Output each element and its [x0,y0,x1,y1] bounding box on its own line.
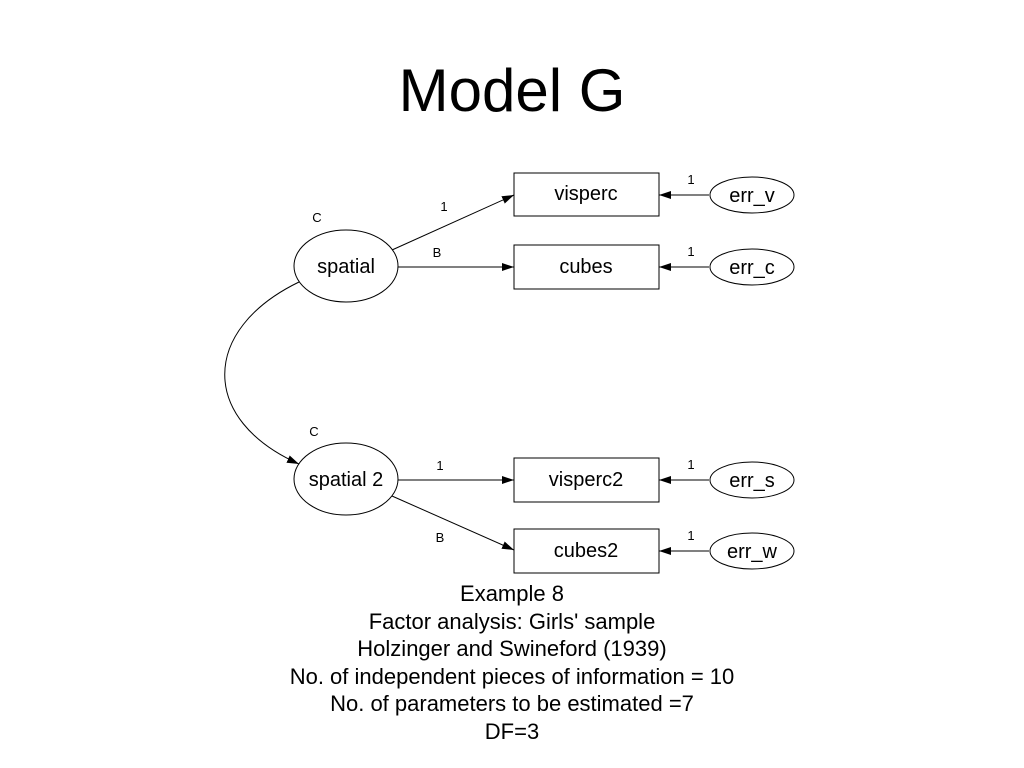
caption-line-df: DF=3 [484,718,540,744]
error-node-label: err_c [729,257,775,279]
caption-line-information: No. of independent pieces of information… [289,663,735,689]
path-spatial2-cubes2 [391,495,515,551]
error-node-label: err_s [729,470,775,492]
variance-label-spatial2: C [309,424,318,439]
caption-line-description: Factor analysis: Girls' sample [368,608,656,634]
path-label-spatial2-visperc2: 1 [436,458,443,473]
covariance-arrow-spatial-spatial2 [224,273,312,465]
observed-node-label: visperc2 [549,469,623,491]
path-label-spatial2-cubes2: B [436,530,445,545]
latent-node-spatial2: spatial 2 [293,442,399,516]
observed-node-label: visperc [554,183,617,205]
caption-line-example: Example 8 [460,581,564,606]
latent-node-label: spatial [317,256,375,278]
error-node-label: err_v [729,185,775,207]
observed-node-visperc: visperc [513,172,660,217]
error-node-err_c: err_c [709,248,795,286]
path-label-spatial-visperc: 1 [440,199,447,214]
error-node-err_v: err_v [709,176,795,214]
slide-title: Model G [398,57,626,124]
path-label-err_s: 1 [687,457,694,472]
latent-node-spatial: spatial [293,229,399,303]
observed-node-label: cubes [559,256,612,278]
error-node-label: err_w [727,541,778,563]
observed-node-cubes: cubes [513,244,660,290]
path-label-spatial-cubes: B [433,245,442,260]
path-label-err_w: 1 [687,528,694,543]
caption-line-source: Holzinger and Swineford (1939) [357,636,667,661]
caption: Example 8 Factor analysis: Girls' sample… [0,580,1024,745]
observed-node-label: cubes2 [554,540,619,562]
path-label-err_c: 1 [687,244,694,259]
error-node-err_s: err_s [709,461,795,499]
latent-node-label: spatial 2 [309,469,384,491]
caption-line-parameters: No. of parameters to be estimated =7 [330,691,694,716]
observed-node-cubes2: cubes2 [513,528,660,574]
path-label-err_v: 1 [687,172,694,187]
variance-label-spatial: C [312,210,321,225]
path-spatial-visperc [391,194,515,251]
observed-node-visperc2: visperc2 [513,457,660,503]
error-node-err_w: err_w [709,532,795,570]
